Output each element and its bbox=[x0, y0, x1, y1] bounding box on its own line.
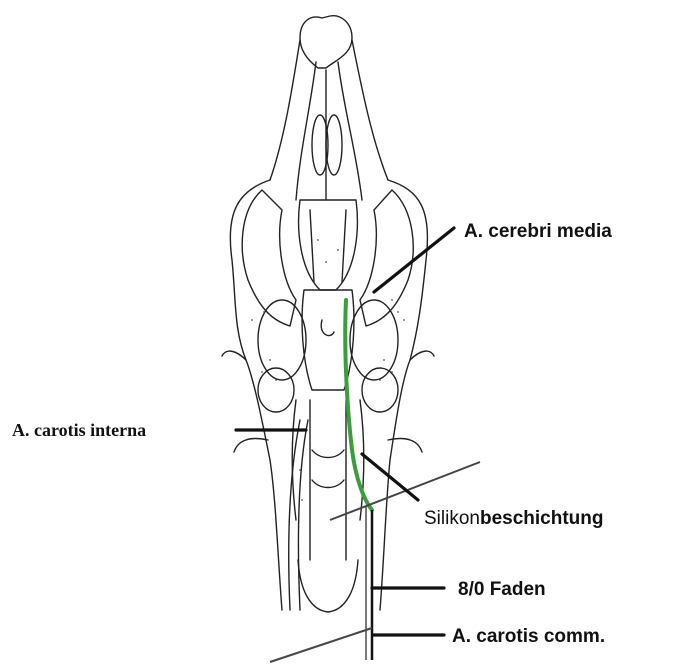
skull-outline-right bbox=[380, 180, 427, 610]
foramen-magnum bbox=[298, 560, 358, 612]
snout-outline bbox=[300, 16, 352, 68]
ligature-lower bbox=[270, 628, 372, 662]
label-silikonbeschichtung: Silikonbeschichtung bbox=[424, 509, 604, 528]
skull-outline-left bbox=[230, 180, 282, 610]
label-coating-prefix: Silikon bbox=[424, 508, 480, 529]
leader-mca bbox=[374, 228, 454, 292]
label-a-carotis-interna: A. carotis interna bbox=[12, 421, 146, 439]
label-a-carotis-comm: A. carotis comm. bbox=[452, 627, 605, 646]
bulla-right bbox=[350, 300, 398, 380]
silicone-coated-suture bbox=[345, 300, 372, 510]
palate bbox=[299, 200, 358, 290]
nasal-ridge bbox=[296, 62, 362, 200]
label-a-cerebri-media: A. cerebri media bbox=[464, 222, 612, 241]
label-8-0-faden: 8/0 Faden bbox=[458, 580, 546, 599]
stippling bbox=[251, 239, 405, 501]
snout-body bbox=[270, 40, 388, 180]
bulla-left bbox=[258, 300, 306, 380]
label-coating-suffix: beschichtung bbox=[480, 508, 604, 529]
